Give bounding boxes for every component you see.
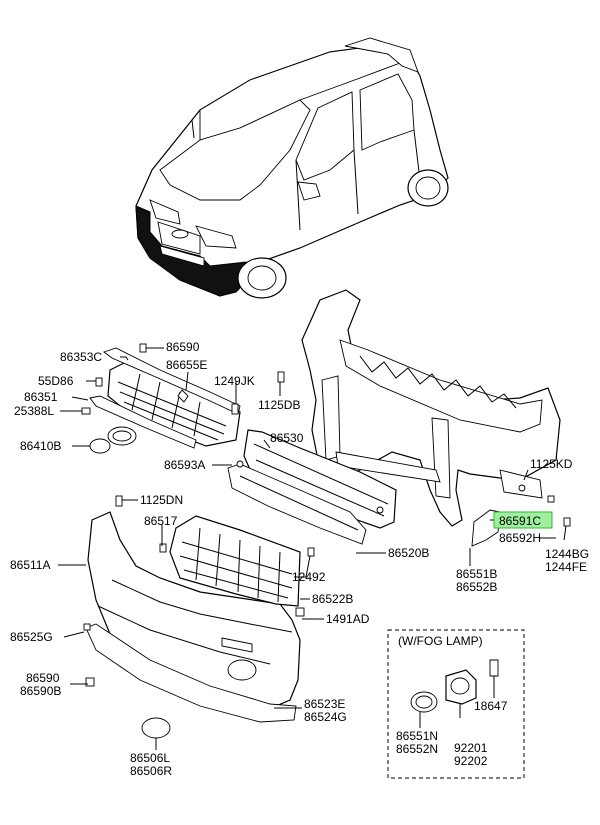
label-86552B[interactable]: 86552B — [456, 580, 497, 594]
label-86511A[interactable]: 86511A — [10, 558, 50, 572]
label-86524G[interactable]: 86524G — [304, 710, 347, 724]
label-86522B[interactable]: 86522B — [312, 592, 353, 606]
label-86525G[interactable]: 86525G — [10, 630, 53, 644]
label-1125DB[interactable]: 1125DB — [258, 398, 300, 412]
label-86351[interactable]: 86351 — [24, 390, 58, 404]
label-86506L[interactable]: 86506L — [130, 751, 170, 765]
label-86590-lower[interactable]: 86590 — [26, 671, 60, 685]
label-86655E[interactable]: 86655E — [166, 358, 207, 372]
label-1491AD[interactable]: 1491AD — [326, 612, 370, 626]
highlighted-part-86591C[interactable] — [493, 511, 553, 529]
label-86590B[interactable]: 86590B — [20, 684, 61, 698]
label-86591C[interactable]: 86591C — [499, 514, 541, 528]
label-86551N[interactable]: 86551N — [396, 729, 438, 743]
radiator-grille — [81, 343, 285, 454]
label-86520B[interactable]: 86520B — [388, 546, 429, 560]
fog-lamp-title: (W/FOG LAMP) — [398, 634, 483, 648]
label-92201[interactable]: 92201 — [454, 741, 488, 755]
part-labels: 86353C 86590 86655E 55D86 86351 25388L 1… — [10, 340, 589, 778]
label-86506R[interactable]: 86506R — [130, 764, 172, 778]
leader-lines — [58, 347, 567, 750]
label-86523E[interactable]: 86523E — [304, 697, 345, 711]
label-86551B[interactable]: 86551B — [456, 567, 497, 581]
label-86590-upper[interactable]: 86590 — [166, 340, 200, 354]
bumper-beam — [227, 429, 397, 545]
front-end-module — [301, 289, 561, 527]
label-25388L[interactable]: 25388L — [14, 404, 54, 418]
label-1244BG[interactable]: 1244BG — [545, 547, 589, 561]
label-86353C[interactable]: 86353C — [60, 350, 102, 364]
label-86530[interactable]: 86530 — [270, 431, 304, 445]
label-86410B[interactable]: 86410B — [20, 439, 61, 453]
car-illustration — [135, 37, 449, 299]
bumper-side-bracket — [471, 495, 571, 547]
label-86592H[interactable]: 86592H — [499, 531, 541, 545]
label-1249JK[interactable]: 1249JK — [214, 374, 255, 388]
label-1125DN[interactable]: 1125DN — [140, 493, 183, 507]
label-92202[interactable]: 92202 — [454, 754, 488, 768]
label-1244FE[interactable]: 1244FE — [545, 560, 587, 574]
label-86552N[interactable]: 86552N — [396, 742, 438, 756]
fog-lamp-box: (W/FOG LAMP) — [387, 629, 525, 779]
label-12492[interactable]: 12492 — [292, 570, 326, 584]
front-bumper-cover — [83, 495, 315, 739]
label-55D86[interactable]: 55D86 — [38, 374, 74, 388]
label-18647[interactable]: 18647 — [474, 699, 508, 713]
label-86517[interactable]: 86517 — [144, 514, 178, 528]
label-1125KD[interactable]: 1125KD — [530, 457, 573, 471]
label-86593A[interactable]: 86593A — [164, 458, 205, 472]
